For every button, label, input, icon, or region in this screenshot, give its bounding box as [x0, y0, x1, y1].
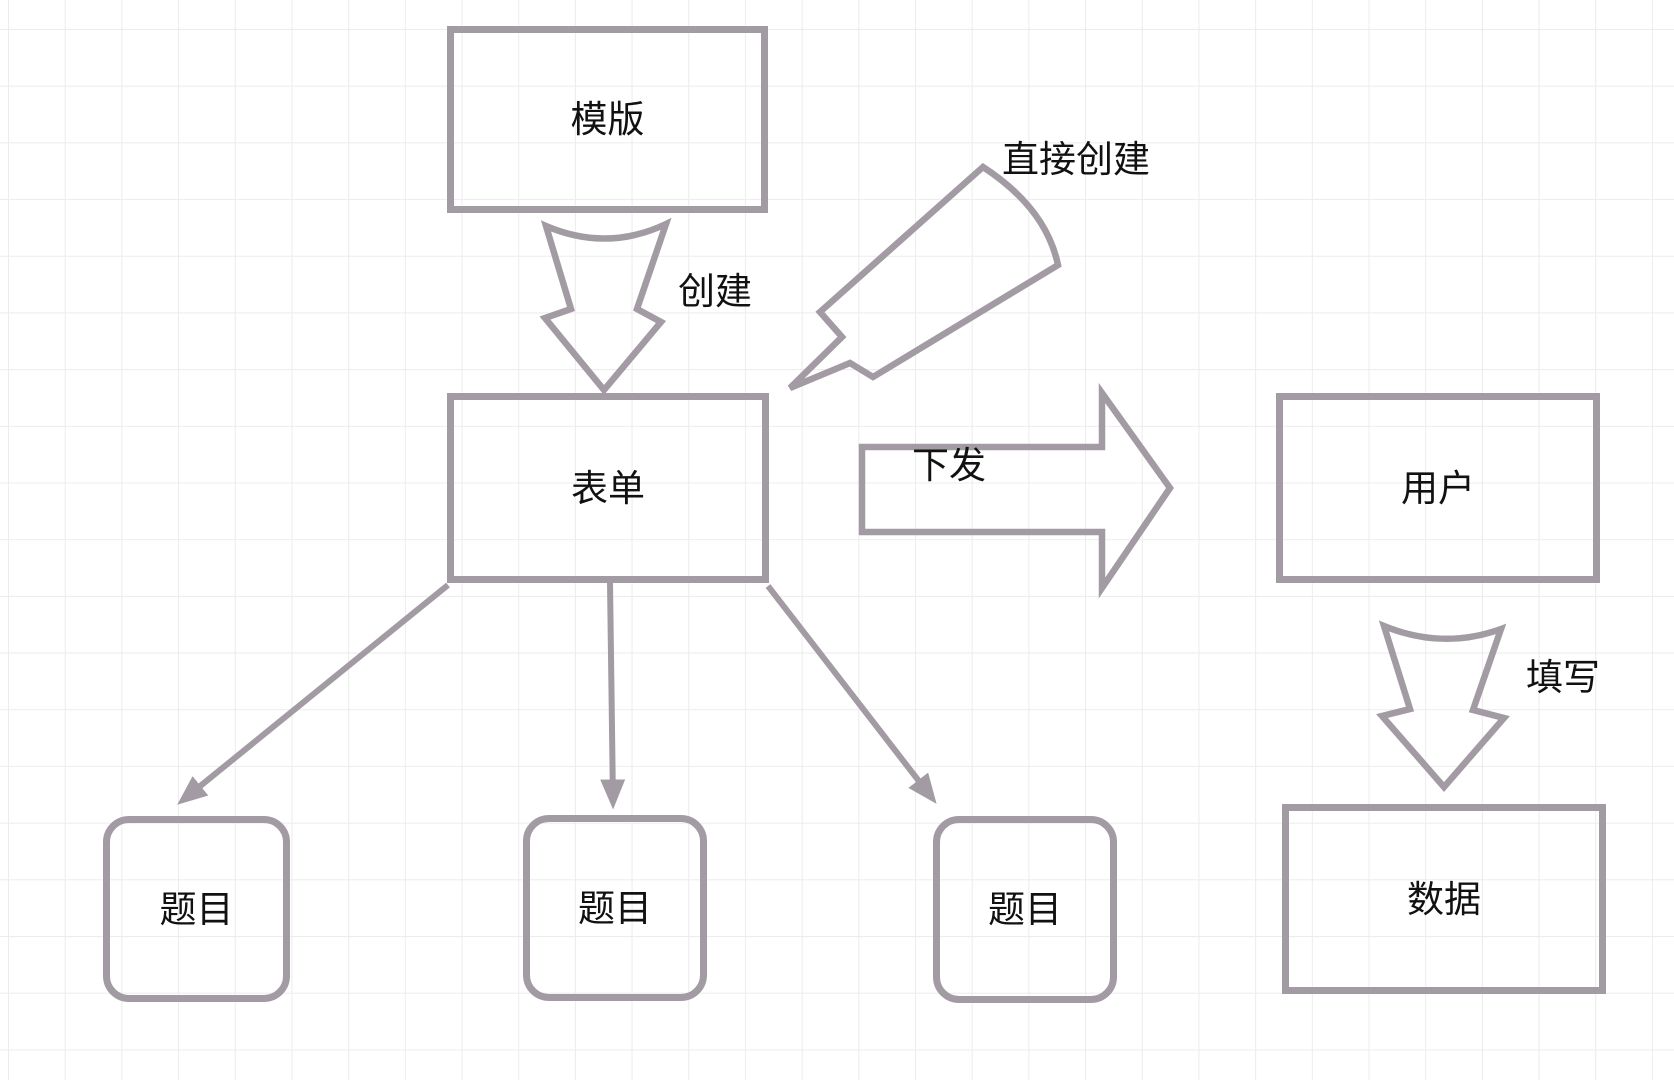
node-question-2-label: 题目	[578, 887, 652, 929]
node-form-label: 表单	[571, 467, 645, 509]
fill-edge-label: 填写	[1526, 657, 1600, 698]
form-to-question1-arrow	[177, 582, 450, 805]
node-question-1-label: 题目	[159, 888, 234, 930]
node-template: 模版	[447, 26, 768, 213]
fill-arrow	[1376, 620, 1510, 792]
distribute-edge-label: 下发	[912, 445, 986, 486]
direct-create-edge-label: 直接创建	[1002, 139, 1150, 180]
node-template-label: 模版	[570, 99, 645, 140]
node-question-2: 题目	[523, 815, 707, 1001]
create-edge-label: 创建	[678, 271, 752, 312]
distribute-arrow	[858, 382, 1174, 599]
node-form: 表单	[447, 393, 769, 583]
node-user: 用户	[1276, 393, 1600, 583]
node-question-3: 题目	[933, 816, 1117, 1003]
node-question-1: 题目	[103, 816, 290, 1002]
node-user-label: 用户	[1401, 467, 1475, 509]
node-data: 数据	[1282, 804, 1606, 994]
node-question-3-label: 题目	[988, 889, 1062, 930]
create-arrow	[539, 217, 672, 396]
form-to-question3-arrow	[765, 584, 937, 804]
node-data-label: 数据	[1407, 878, 1481, 920]
direct-create-arrow	[787, 162, 1062, 391]
form-to-question2-arrow	[600, 581, 626, 810]
